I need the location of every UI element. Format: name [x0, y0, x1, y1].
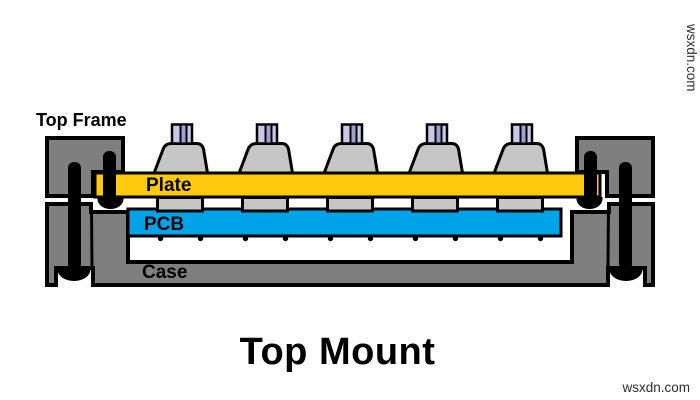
switch-bottom-housing [156, 196, 204, 213]
top-frame-right [575, 136, 655, 198]
diagram-title: Top Mount [239, 331, 436, 373]
top-frame-left [45, 136, 125, 198]
case-screw-left-shaft [68, 162, 81, 270]
top-frame-label: Top Frame [36, 110, 127, 130]
plate-screw-left-head [97, 197, 124, 209]
plate-screw-left-shaft [103, 151, 116, 201]
switch-pin-right [367, 235, 374, 242]
pcb-bar [126, 207, 563, 238]
switch [490, 123, 550, 242]
switch-pin-left [157, 235, 164, 242]
switch-stem-stripe [434, 123, 443, 145]
switch-top-housing [320, 142, 380, 178]
watermark-bottom: wsxdn.com [622, 380, 690, 395]
switch-pin-left [242, 235, 249, 242]
switch [150, 123, 210, 242]
switch-pin-right [537, 235, 544, 242]
switch-top-housing [490, 142, 550, 178]
switch-pin-left [327, 235, 334, 242]
switch-bottom-housing [241, 196, 289, 213]
watermark-side: wsxdn.com [684, 24, 699, 92]
switch-top-housing [150, 142, 210, 178]
switch-pin-right [282, 235, 289, 242]
switch-stem-stripe [264, 123, 273, 145]
plate-label: Plate [146, 175, 192, 196]
switch-top-housing [405, 142, 465, 178]
case-screw-left-head [57, 267, 91, 281]
switch-stem-stripe [519, 123, 528, 145]
switch-top-housing [235, 142, 295, 178]
switch-bottom-housing [496, 196, 544, 213]
switch-stem-stripe [179, 123, 188, 145]
switch-stem-stripe [349, 123, 358, 145]
switch-bottom-housing [411, 196, 459, 213]
case-label: Case [142, 262, 188, 283]
switch-pin-right [452, 235, 459, 242]
switch-pin-right [197, 235, 204, 242]
switch-bottom-housing [326, 196, 374, 213]
pcb-label: PCB [144, 214, 185, 235]
case-seam-right [606, 205, 610, 269]
plate-bar [93, 171, 602, 199]
switch [405, 123, 465, 242]
case-screw-right-head [609, 267, 643, 281]
switch-pin-left [497, 235, 504, 242]
case-screw-right-shaft [619, 162, 632, 270]
switch-pin-left [412, 235, 419, 242]
plate-screw-right-shaft [584, 151, 597, 201]
switch [235, 123, 295, 242]
plate-screw-right-head [576, 197, 603, 209]
case-seam-left [90, 205, 94, 269]
